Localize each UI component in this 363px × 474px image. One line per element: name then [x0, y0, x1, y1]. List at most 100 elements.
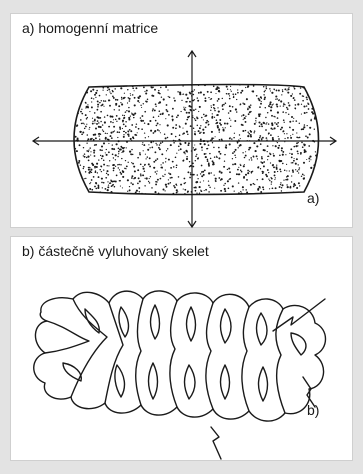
stipple-dot: [95, 188, 97, 190]
stipple-dot: [283, 105, 284, 106]
stipple-dot: [183, 93, 184, 94]
stipple-dot: [98, 176, 100, 178]
stipple-dot: [132, 163, 134, 165]
pore-loop: [221, 309, 232, 343]
stipple-dot: [287, 88, 289, 90]
stipple-dot: [144, 91, 145, 92]
stipple-dot: [130, 138, 132, 140]
stipple-dot: [74, 90, 76, 92]
stipple-dot: [284, 88, 286, 90]
stipple-dot: [226, 93, 227, 94]
stipple-dot: [267, 151, 268, 152]
stipple-dot: [317, 183, 319, 185]
stipple-dot: [101, 171, 102, 172]
pore-channel: [242, 307, 249, 411]
panel-b-label: b): [307, 402, 319, 418]
stipple-dot: [232, 185, 234, 187]
stipple-dot: [247, 172, 249, 174]
stipple-dot: [280, 171, 282, 173]
pore-channel: [276, 309, 285, 413]
stipple-dot: [176, 116, 178, 118]
stipple-dot: [263, 165, 265, 167]
stipple-dot: [85, 88, 87, 90]
stipple-dot: [263, 149, 265, 151]
stipple-dot: [101, 178, 103, 180]
stipple-dot: [239, 134, 240, 135]
stipple-dot: [114, 186, 116, 188]
stipple-dot: [97, 109, 99, 111]
stipple-dot: [91, 189, 93, 191]
stipple-dot: [204, 143, 206, 145]
stipple-dot: [317, 159, 319, 161]
stipple-dot: [127, 89, 128, 90]
stipple-dot: [301, 104, 302, 105]
stipple-dot: [321, 93, 323, 95]
stipple-dot: [230, 110, 232, 112]
stipple-dot: [145, 137, 146, 138]
stipple-dot: [144, 122, 145, 123]
stipple-dot: [234, 163, 236, 165]
stipple-dot: [107, 170, 109, 172]
stipple-dot: [151, 187, 153, 189]
stipple-dot: [242, 152, 243, 153]
stipple-dot: [273, 166, 275, 168]
stipple-dot: [261, 98, 262, 99]
stipple-dot: [323, 193, 324, 194]
stipple-dot: [88, 149, 89, 150]
stipple-dot: [162, 175, 163, 176]
stipple-dot: [250, 136, 252, 138]
stipple-dot: [160, 87, 161, 88]
stipple-dot: [89, 188, 91, 190]
stipple-dot: [63, 191, 64, 192]
stipple-dot: [297, 103, 299, 105]
stipple-dot: [147, 123, 149, 125]
stipple-dot: [116, 121, 117, 122]
stipple-dot: [122, 115, 123, 116]
stipple-dot: [209, 187, 210, 188]
stipple-dot: [173, 185, 175, 187]
stipple-dot: [165, 184, 167, 186]
stipple-dot: [180, 111, 181, 112]
stipple-dot: [143, 144, 145, 146]
stipple-dot: [107, 189, 109, 191]
stipple-dot: [259, 114, 260, 115]
stipple-dot: [92, 123, 94, 125]
stipple-dot: [121, 158, 122, 159]
stipple-dot: [158, 192, 160, 194]
stipple-dot: [229, 105, 231, 107]
stipple-dot: [75, 148, 76, 149]
stipple-dot: [90, 90, 92, 92]
stipple-dot: [136, 190, 138, 192]
stipple-dot: [247, 86, 249, 88]
stipple-dot: [213, 147, 215, 149]
stipple-dot: [76, 194, 77, 195]
stipple-dot: [160, 132, 161, 133]
stipple-dot: [199, 193, 200, 194]
stipple-dot: [143, 168, 145, 170]
stipple-dot: [91, 101, 92, 102]
stipple-dot: [86, 124, 87, 125]
stipple-dot: [164, 133, 165, 134]
stipple-dot: [111, 148, 113, 150]
stipple-dot: [242, 124, 244, 126]
stipple-dot: [277, 122, 279, 124]
stipple-dot: [125, 111, 127, 113]
stipple-dot: [103, 182, 105, 184]
stipple-dot: [64, 181, 66, 183]
stipple-dot: [290, 148, 292, 150]
stipple-dot: [148, 163, 150, 165]
stipple-dot: [101, 158, 103, 160]
stipple-dot: [113, 180, 115, 182]
stipple-dot: [94, 94, 96, 96]
stipple-dot: [251, 159, 252, 160]
stipple-dot: [80, 111, 82, 113]
stipple-dot: [294, 99, 296, 101]
stipple-dot: [260, 143, 262, 145]
stipple-dot: [134, 134, 136, 136]
stipple-dot: [188, 195, 189, 196]
stipple-dot: [157, 179, 159, 181]
stipple-dot: [250, 195, 251, 196]
stipple-dot: [308, 108, 310, 110]
stipple-dot: [124, 93, 125, 94]
stipple-dot: [224, 190, 226, 192]
